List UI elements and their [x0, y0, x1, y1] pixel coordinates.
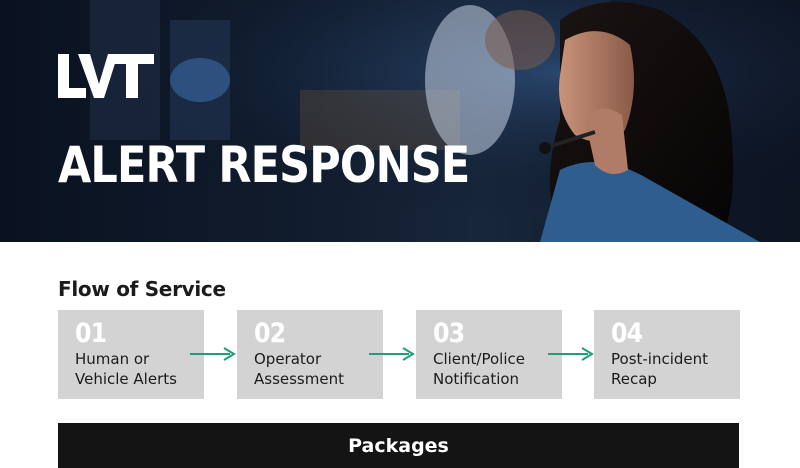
call-center-photo: [0, 0, 800, 242]
hero-banner: ALERT RESPONSE: [0, 0, 800, 242]
arrow-right-icon: [548, 347, 594, 361]
step-number: 02: [254, 318, 286, 349]
step-label: Human or Vehicle Alerts: [75, 350, 177, 388]
flow-section-title: Flow of Service: [58, 277, 226, 301]
step-label: Client/Police Notification: [433, 350, 525, 388]
step-number: 01: [75, 318, 107, 349]
step-label: Post-incident Recap: [611, 350, 709, 388]
flow-step-2: 02 Operator Assessment: [237, 310, 383, 399]
arrow-right-icon: [369, 347, 415, 361]
flow-step-1: 01 Human or Vehicle Alerts: [58, 310, 204, 399]
flow-step-3: 03 Client/Police Notification: [416, 310, 562, 399]
step-number: 03: [433, 318, 465, 349]
lvt-logo: [58, 54, 154, 98]
arrow-right-icon: [190, 347, 236, 361]
flow-step-4: 04 Post-incident Recap: [594, 310, 740, 399]
packages-header: Packages: [58, 423, 739, 468]
step-number: 04: [611, 318, 643, 349]
packages-title: Packages: [348, 434, 449, 457]
step-label: Operator Assessment: [254, 350, 344, 388]
page-title: ALERT RESPONSE: [58, 136, 470, 194]
